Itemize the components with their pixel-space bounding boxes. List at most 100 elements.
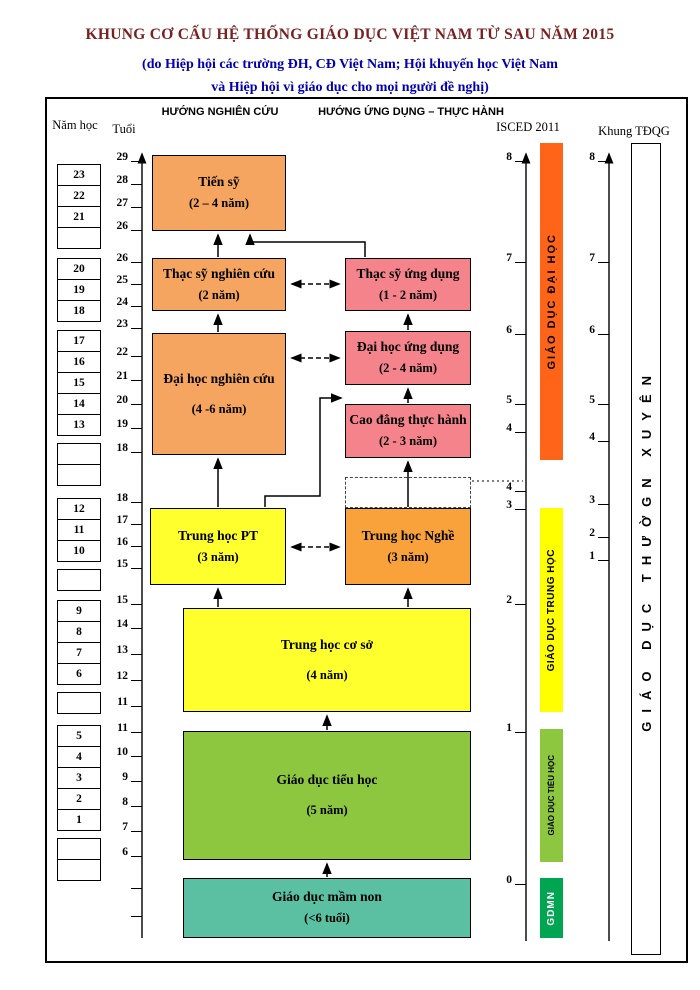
year-box [57, 443, 101, 465]
age-tick: 11 [98, 694, 142, 710]
year-box: 23 [57, 164, 101, 186]
level-thac-sy-nghien-cuu: Thạc sỹ nghiên cứu (2 năm) [152, 258, 286, 311]
age-tick: 26 [98, 218, 142, 234]
year-box: 1 [57, 809, 101, 831]
age-tick: 20 [98, 392, 142, 408]
level-duration: (2 – 4 năm) [188, 196, 250, 211]
isced-tick: 1 [482, 720, 526, 736]
age-tick: 17 [98, 512, 142, 528]
level-name: Tiến sỹ [198, 174, 240, 190]
age-tick: 23 [98, 316, 142, 332]
year-box: 8 [57, 621, 101, 643]
header-research-track: HƯỚNG NGHIÊN CỨU [161, 106, 279, 118]
level-name: Đại học nghiên cứu [163, 370, 275, 386]
age-tick: 14 [98, 616, 142, 632]
age-tick: 19 [98, 416, 142, 432]
year-box: 22 [57, 185, 101, 207]
level-duration: (2 - 3 năm) [379, 434, 437, 449]
level-duration: (2 năm) [198, 287, 240, 302]
year-box: 20 [57, 258, 101, 280]
level-duration: (1 - 2 năm) [379, 287, 437, 302]
isced-tick: 2 [482, 592, 526, 608]
isced-tick: 5 [482, 392, 526, 408]
tdqg-tick: 7 [565, 250, 609, 266]
header-applied-track: HƯỚNG ỨNG DỤNG – THỰC HÀNH [318, 106, 504, 118]
level-trung-hoc-co-so: Trung học cơ sở (4 năm) [183, 608, 471, 712]
age-tick: 22 [98, 344, 142, 360]
year-box [57, 692, 101, 714]
age-tick: 16 [98, 534, 142, 550]
level-trung-hoc-nghe: Trung học Nghề (3 năm) [345, 508, 471, 585]
bar-gdmn: GDMN [540, 878, 563, 938]
bar-giao-duc-tieu-hoc: GIÁO DỤC TIỂU HỌC [540, 729, 563, 862]
level-thac-sy-ung-dung: Thạc sỹ ứng dụng (1 - 2 năm) [345, 258, 471, 311]
bar-label: GDMN [546, 890, 557, 926]
bar-label: GIÁO DỤC TIỂU HỌC [547, 755, 556, 836]
header-year-column: Năm học [52, 118, 98, 132]
tdqg-tick: 3 [565, 492, 609, 508]
tdqg-tick: 6 [565, 322, 609, 338]
header-tdqg: Khung TĐQG [598, 124, 670, 138]
level-tieu-hoc: Giáo dục tiểu học (5 năm) [183, 731, 471, 860]
tdqg-tick: 2 [565, 525, 609, 541]
isced-tick: 0 [482, 872, 526, 888]
level-trung-hoc-pt: Trung học PT (3 năm) [150, 508, 286, 585]
isced-tick: 4 [482, 420, 526, 436]
year-box [57, 569, 101, 591]
year-box: 10 [57, 540, 101, 562]
bar-giao-duc-thuong-xuyen: GIÁO DỤC THƯỜGN XUYÊN [631, 143, 661, 955]
header-isced: ISCED 2011 [496, 120, 560, 134]
level-name: Giáo dục tiểu học [276, 772, 378, 788]
bar-giao-duc-dai-hoc: GIÁO DỤC ĐẠI HỌC [540, 143, 563, 460]
year-box: 3 [57, 767, 101, 789]
year-box: 18 [57, 300, 101, 322]
level-name: Đại học ứng dụng [356, 339, 460, 355]
level-mam-non: Giáo dục mầm non (<6 tuổi) [183, 878, 471, 938]
level-duration: (2 - 4 năm) [379, 361, 437, 376]
age-tick: 8 [98, 794, 142, 810]
age-tick: 12 [98, 668, 142, 684]
level-name: Trung học Nghề [361, 527, 455, 543]
level-duration: (4 năm) [306, 667, 348, 682]
tdqg-tick: 8 [565, 149, 609, 165]
age-tick: 15 [98, 556, 142, 572]
isced-tick: 4 [482, 479, 526, 495]
age-tick [98, 876, 142, 892]
year-box: 15 [57, 372, 101, 394]
bar-label: GIÁO DỤC THƯỜGN XUYÊN [638, 366, 654, 732]
level-dai-hoc-nghien-cuu: Đại học nghiên cứu (4 -6 năm) [152, 333, 286, 455]
age-tick: 27 [98, 195, 142, 211]
age-tick: 18 [98, 440, 142, 456]
age-tick: 9 [98, 769, 142, 785]
page-subtitle-line1: (do Hiệp hội các trường ĐH, CĐ Việt Nam;… [142, 57, 558, 72]
tdqg-tick: 5 [565, 392, 609, 408]
age-tick [98, 904, 142, 920]
level-duration: (4 -6 năm) [191, 401, 247, 416]
level-duration: (3 năm) [387, 549, 429, 564]
year-box [57, 227, 101, 249]
tdqg-tick: 4 [565, 429, 609, 445]
level-name: Thạc sỹ ứng dụng [356, 265, 460, 281]
bar-label: GIÁO DỤC TRUNG HỌC [546, 548, 557, 672]
isced-tick: 8 [482, 149, 526, 165]
age-tick: 24 [98, 294, 142, 310]
year-box: 12 [57, 498, 101, 520]
header-age-column: Tuổi [112, 122, 136, 136]
year-box: 5 [57, 725, 101, 747]
age-tick: 26 [98, 250, 142, 266]
year-box: 2 [57, 788, 101, 810]
level-dai-hoc-ung-dung: Đại học ứng dụng (2 - 4 năm) [345, 331, 471, 385]
level-duration: (5 năm) [306, 803, 348, 818]
age-tick: 10 [98, 744, 142, 760]
year-box [57, 838, 101, 860]
level-name: Trung học cơ sở [280, 636, 374, 652]
level-duration: (3 năm) [197, 549, 239, 564]
diagram-frame [45, 97, 688, 963]
year-box: 6 [57, 663, 101, 685]
year-box: 9 [57, 600, 101, 622]
year-box: 19 [57, 279, 101, 301]
age-tick: 29 [98, 149, 142, 165]
age-tick: 25 [98, 272, 142, 288]
page-title: KHUNG CƠ CẤU HỆ THỐNG GIÁO DỤC VIỆT NAM … [85, 26, 615, 43]
age-tick: 18 [98, 490, 142, 506]
